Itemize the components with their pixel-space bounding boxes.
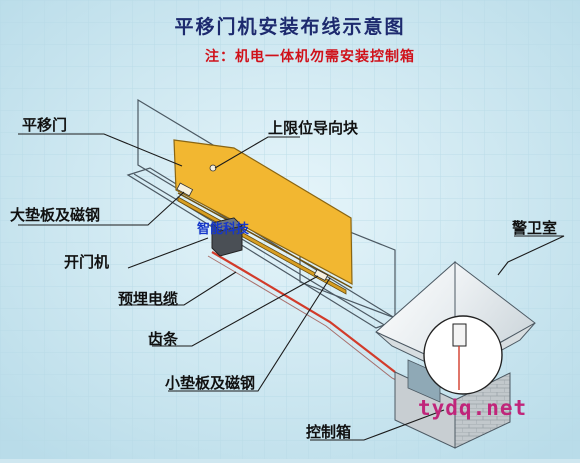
label-large-pad-magnet: 大垫板及磁钢 xyxy=(10,206,101,224)
small-pad-magnet xyxy=(313,268,329,282)
label-control-box: 控制箱 xyxy=(306,423,352,441)
buried-cable-line xyxy=(211,251,396,373)
leader-gate-opener xyxy=(127,237,209,269)
label-small-pad-magnet: 小垫板及磁钢 xyxy=(165,374,256,392)
leader-buried-cable xyxy=(122,271,237,306)
leader-control-box xyxy=(310,409,445,441)
site-watermark: tydq.net xyxy=(418,396,528,420)
label-buried-cable: 预埋电缆 xyxy=(118,290,179,308)
leader-guard-room xyxy=(497,235,565,276)
leader-sliding-gate xyxy=(18,133,183,167)
guard-house xyxy=(375,260,536,449)
leader-gear-rack xyxy=(152,275,319,347)
page-title: 平移门机安装布线示意图 xyxy=(174,16,406,38)
leader-small-pad-magnet xyxy=(168,277,331,392)
installation-note: 注：机电一体机勿需安装控制箱 xyxy=(205,49,415,65)
label-upper-limit-block: 上限位导向块 xyxy=(268,119,359,137)
control-box-callout-circle xyxy=(423,315,503,395)
gate-bottom-edge xyxy=(177,192,353,289)
leader-upper-limit-block xyxy=(214,136,300,169)
label-sliding-gate: 平移门 xyxy=(22,116,68,134)
leader-large-pad-magnet xyxy=(18,191,185,226)
label-guard-room: 警卫室 xyxy=(512,219,558,237)
gate-opener-motor xyxy=(211,217,243,257)
label-gate-opener: 开门机 xyxy=(64,253,110,271)
brand-watermark: 智能科技 xyxy=(197,222,250,237)
leader-lines xyxy=(18,133,565,441)
control-box xyxy=(452,323,467,347)
label-gear-rack: 齿条 xyxy=(148,330,179,348)
gate-panel xyxy=(173,139,353,286)
